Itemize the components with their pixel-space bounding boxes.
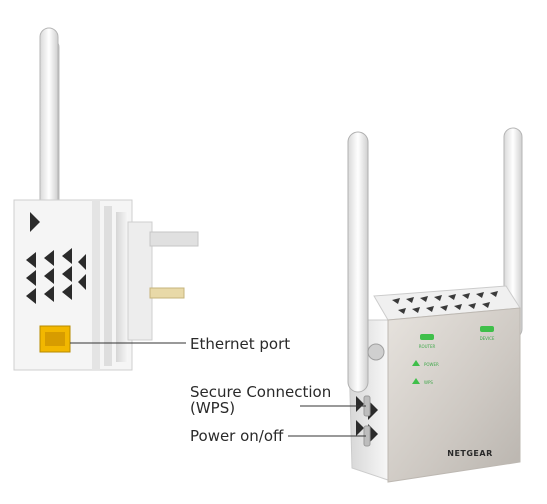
front-panel bbox=[387, 307, 521, 483]
top-vents bbox=[392, 291, 498, 314]
plug-pin-top bbox=[149, 231, 199, 247]
plug-pin-bottom bbox=[149, 287, 185, 299]
wps-led bbox=[412, 378, 420, 384]
device-led bbox=[480, 326, 494, 332]
ethernet-port-inner bbox=[45, 332, 65, 346]
wps-led-label: WPS bbox=[424, 380, 433, 385]
power-led-label: POWER bbox=[424, 362, 439, 367]
ethernet-port-callout: Ethernet port bbox=[190, 335, 291, 353]
wps-callout-line2: (WPS) bbox=[190, 399, 236, 417]
device-led-label: DEVICE bbox=[480, 336, 495, 341]
side-rib bbox=[116, 212, 128, 362]
side-rib bbox=[104, 206, 112, 366]
side-rib bbox=[92, 200, 100, 370]
brand-logo: NETGEAR bbox=[447, 449, 493, 458]
front-view-device: ROUTER DEVICE POWER WPS NETGEAR bbox=[288, 127, 523, 483]
wps-callout: Secure Connection (WPS) bbox=[190, 384, 331, 416]
antenna-left bbox=[347, 131, 369, 393]
router-led-label: ROUTER bbox=[419, 344, 436, 349]
router-led bbox=[420, 334, 434, 340]
antenna-hinge bbox=[367, 343, 385, 361]
side-view-device bbox=[13, 27, 199, 371]
power-callout: Power on/off bbox=[190, 427, 284, 445]
wps-callout-line1: Secure Connection bbox=[190, 383, 332, 401]
power-led bbox=[412, 360, 420, 366]
side-vents bbox=[26, 212, 86, 304]
plug-housing bbox=[127, 221, 153, 341]
